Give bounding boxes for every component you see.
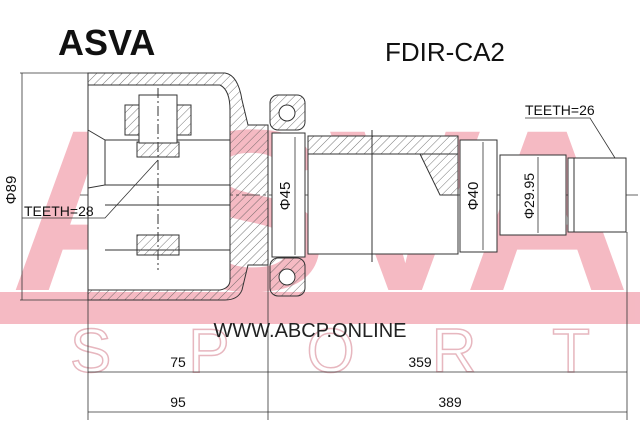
- housing: [87, 72, 269, 301]
- inner-teeth-label: TEETH=28: [24, 203, 94, 219]
- dim-shaft-length: 359: [408, 354, 432, 370]
- shaft-diameter-label: Φ40: [465, 182, 482, 211]
- dimension-lines: [20, 72, 628, 420]
- dim-total-length: 389: [438, 394, 462, 410]
- brand-logo: ASVA: [58, 22, 155, 63]
- dim-housing-inner: 75: [170, 354, 186, 370]
- shaft: [307, 130, 627, 262]
- spline-diameter-label: Φ29.95: [521, 173, 537, 219]
- dim-housing-total: 95: [170, 394, 186, 410]
- part-number: FDIR-CA2: [385, 37, 505, 67]
- ring: [269, 94, 306, 297]
- ring-diameter-label: Φ45: [277, 182, 294, 211]
- watermark-url: WWW.ABCP.ONLINE: [214, 320, 407, 342]
- outer-diameter-label: Φ89: [3, 176, 20, 205]
- outer-teeth-label: TEETH=26: [525, 102, 595, 118]
